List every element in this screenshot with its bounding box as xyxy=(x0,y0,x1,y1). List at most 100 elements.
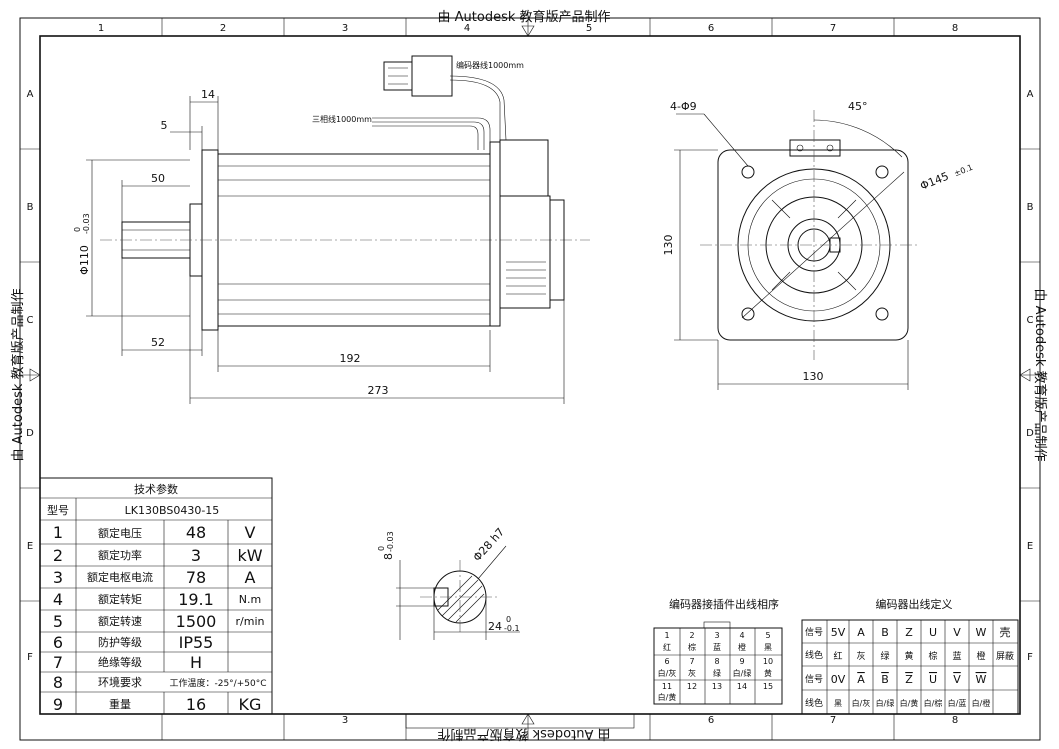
spec-row-3-unit: A xyxy=(245,568,256,587)
spec-row-5-value: 1500 xyxy=(176,612,217,631)
front-connector xyxy=(789,139,841,157)
zone-row-left-a: A xyxy=(27,89,34,100)
zone-row-right-d: D xyxy=(1026,428,1034,439)
pin-7-color: 灰 xyxy=(688,668,696,678)
spec-row-5-name: 额定转速 xyxy=(98,614,142,628)
spec-row-4-value: 19.1 xyxy=(178,590,214,609)
dim-angle: 45° xyxy=(848,100,868,113)
pin-6-color: 白/灰 xyxy=(658,668,677,678)
spec-model-label: 型号 xyxy=(47,503,69,517)
spec-row-6-value: IP55 xyxy=(179,633,214,652)
center-mark-right xyxy=(1019,368,1031,382)
spec-row-2-unit: kW xyxy=(237,546,262,565)
color-red: 红 xyxy=(833,650,842,662)
label-encoder-cable: 编码器线1000mm xyxy=(456,60,524,70)
signal-table-title: 编码器出线定义 xyxy=(876,597,953,611)
pin-13-number: 13 xyxy=(712,682,722,691)
pin-2-color: 棕 xyxy=(688,642,696,652)
zone-col-top-1: 1 xyxy=(98,23,104,34)
zone-row-right-c: C xyxy=(1027,315,1034,326)
mount-hole-bl xyxy=(741,307,755,321)
spec-row-1-unit: V xyxy=(245,523,256,542)
pin-2-number: 2 xyxy=(689,631,694,640)
pin-6-number: 6 xyxy=(664,657,669,666)
signal-5v: 5V xyxy=(831,626,846,639)
row-ticks xyxy=(20,148,1040,602)
color-row2-label: 线色 xyxy=(805,697,823,709)
dim-depth-tol-upper: 0 xyxy=(506,615,511,624)
dim-flange-tol-upper: 0 xyxy=(73,227,82,232)
spec-row-2-no: 2 xyxy=(53,546,63,565)
spec-row-3-name: 额定电枢电流 xyxy=(87,570,153,584)
zone-row-left-b: B xyxy=(27,202,34,213)
pin-4-number: 4 xyxy=(739,631,744,640)
watermarks: 由 Autodesk 教育版产品制作 由 Autodesk 教育版产品制作 由 … xyxy=(10,9,1048,742)
mount-hole-br xyxy=(875,307,889,321)
color-shield: 屏蔽 xyxy=(996,650,1014,662)
signal-0v: 0V xyxy=(831,673,846,686)
encoder-fins xyxy=(506,261,546,295)
cable-gland-box xyxy=(499,139,549,197)
signal-z: Z xyxy=(905,626,913,639)
pin-12-number: 12 xyxy=(687,682,697,691)
spec-row-4-name: 额定转矩 xyxy=(98,592,142,606)
zone-col-bottom-7: 7 xyxy=(830,715,836,726)
label-three-phase-cable: 三相线1000mm xyxy=(312,114,372,124)
color-brown: 棕 xyxy=(928,650,937,662)
spec-row-8-name: 环境要求 xyxy=(98,675,142,689)
center-mark-top xyxy=(521,25,535,37)
spec-row-1-value: 48 xyxy=(186,523,206,542)
zone-col-top-2: 2 xyxy=(220,23,226,34)
color-white-orange: 白/橙 xyxy=(972,698,991,708)
color-yellow: 黄 xyxy=(904,650,913,662)
signal-row1-label: 信号 xyxy=(805,626,823,638)
dim-width-130: 130 xyxy=(803,370,824,383)
spec-row-7-value: H xyxy=(190,653,202,672)
dim-14: 14 xyxy=(201,88,215,101)
spec-row-8-value: 工作温度：-25°/+50°C xyxy=(169,677,266,689)
watermark-bottom: 由 Autodesk 教育版产品制作 xyxy=(438,726,611,742)
spec-table-title: 技术参数 xyxy=(134,482,178,496)
color-gray: 灰 xyxy=(856,650,865,662)
zone-col-bottom-8: 8 xyxy=(952,715,958,726)
dim-depth: 24 xyxy=(488,620,502,633)
pin-4-color: 橙 xyxy=(738,642,746,652)
spec-row-9-name: 重量 xyxy=(109,697,131,711)
signal-w-bar: W xyxy=(976,673,987,686)
zone-row-right-b: B xyxy=(1027,202,1034,213)
dim-flange-diameter: Φ110 xyxy=(78,245,91,275)
dim-pcd-tol: ±0.1 xyxy=(953,163,974,179)
signal-a-bar: A xyxy=(857,673,865,686)
spec-row-7-name: 绝缘等级 xyxy=(98,655,142,669)
spec-row-5-no: 5 xyxy=(53,612,63,631)
pin-5-color: 黑 xyxy=(764,643,772,652)
pin-1-color: 红 xyxy=(663,642,671,652)
signal-u-bar: U xyxy=(929,673,937,686)
mount-hole-tr xyxy=(875,165,889,179)
signal-u: U xyxy=(929,626,937,639)
zone-row-right-a: A xyxy=(1027,89,1034,100)
signal-row2-label: 信号 xyxy=(805,673,823,685)
pin-8-number: 8 xyxy=(714,657,719,666)
spec-row-1-name: 额定电压 xyxy=(98,526,142,540)
dim-height-130: 130 xyxy=(662,235,675,256)
zone-row-right-e: E xyxy=(1027,541,1033,552)
shaft-section-view: 8 0 -0.03 Φ28 h7 24 0 -0.1 xyxy=(377,525,520,640)
spec-row-3-no: 3 xyxy=(53,568,63,587)
signal-v: V xyxy=(953,626,961,639)
dim-depth-tol-lower: -0.1 xyxy=(504,624,520,633)
color-white-yellow: 白/黄 xyxy=(900,698,919,708)
zone-col-bottom-6: 6 xyxy=(708,715,714,726)
color-white-green: 白/绿 xyxy=(876,698,895,708)
zone-row-left-e: E xyxy=(27,541,33,552)
dim-key-tol-lower: -0.03 xyxy=(386,531,395,552)
zone-col-top-5: 5 xyxy=(586,23,592,34)
dim-192: 192 xyxy=(340,352,361,365)
pin-3-color: 蓝 xyxy=(713,642,721,652)
zone-row-left-c: C xyxy=(27,315,34,326)
pin-8-color: 绿 xyxy=(713,669,721,678)
mount-hole-tl xyxy=(741,165,755,179)
color-white-gray: 白/灰 xyxy=(852,698,871,708)
signal-z-bar: Z xyxy=(905,673,913,686)
center-mark-left xyxy=(29,368,41,382)
